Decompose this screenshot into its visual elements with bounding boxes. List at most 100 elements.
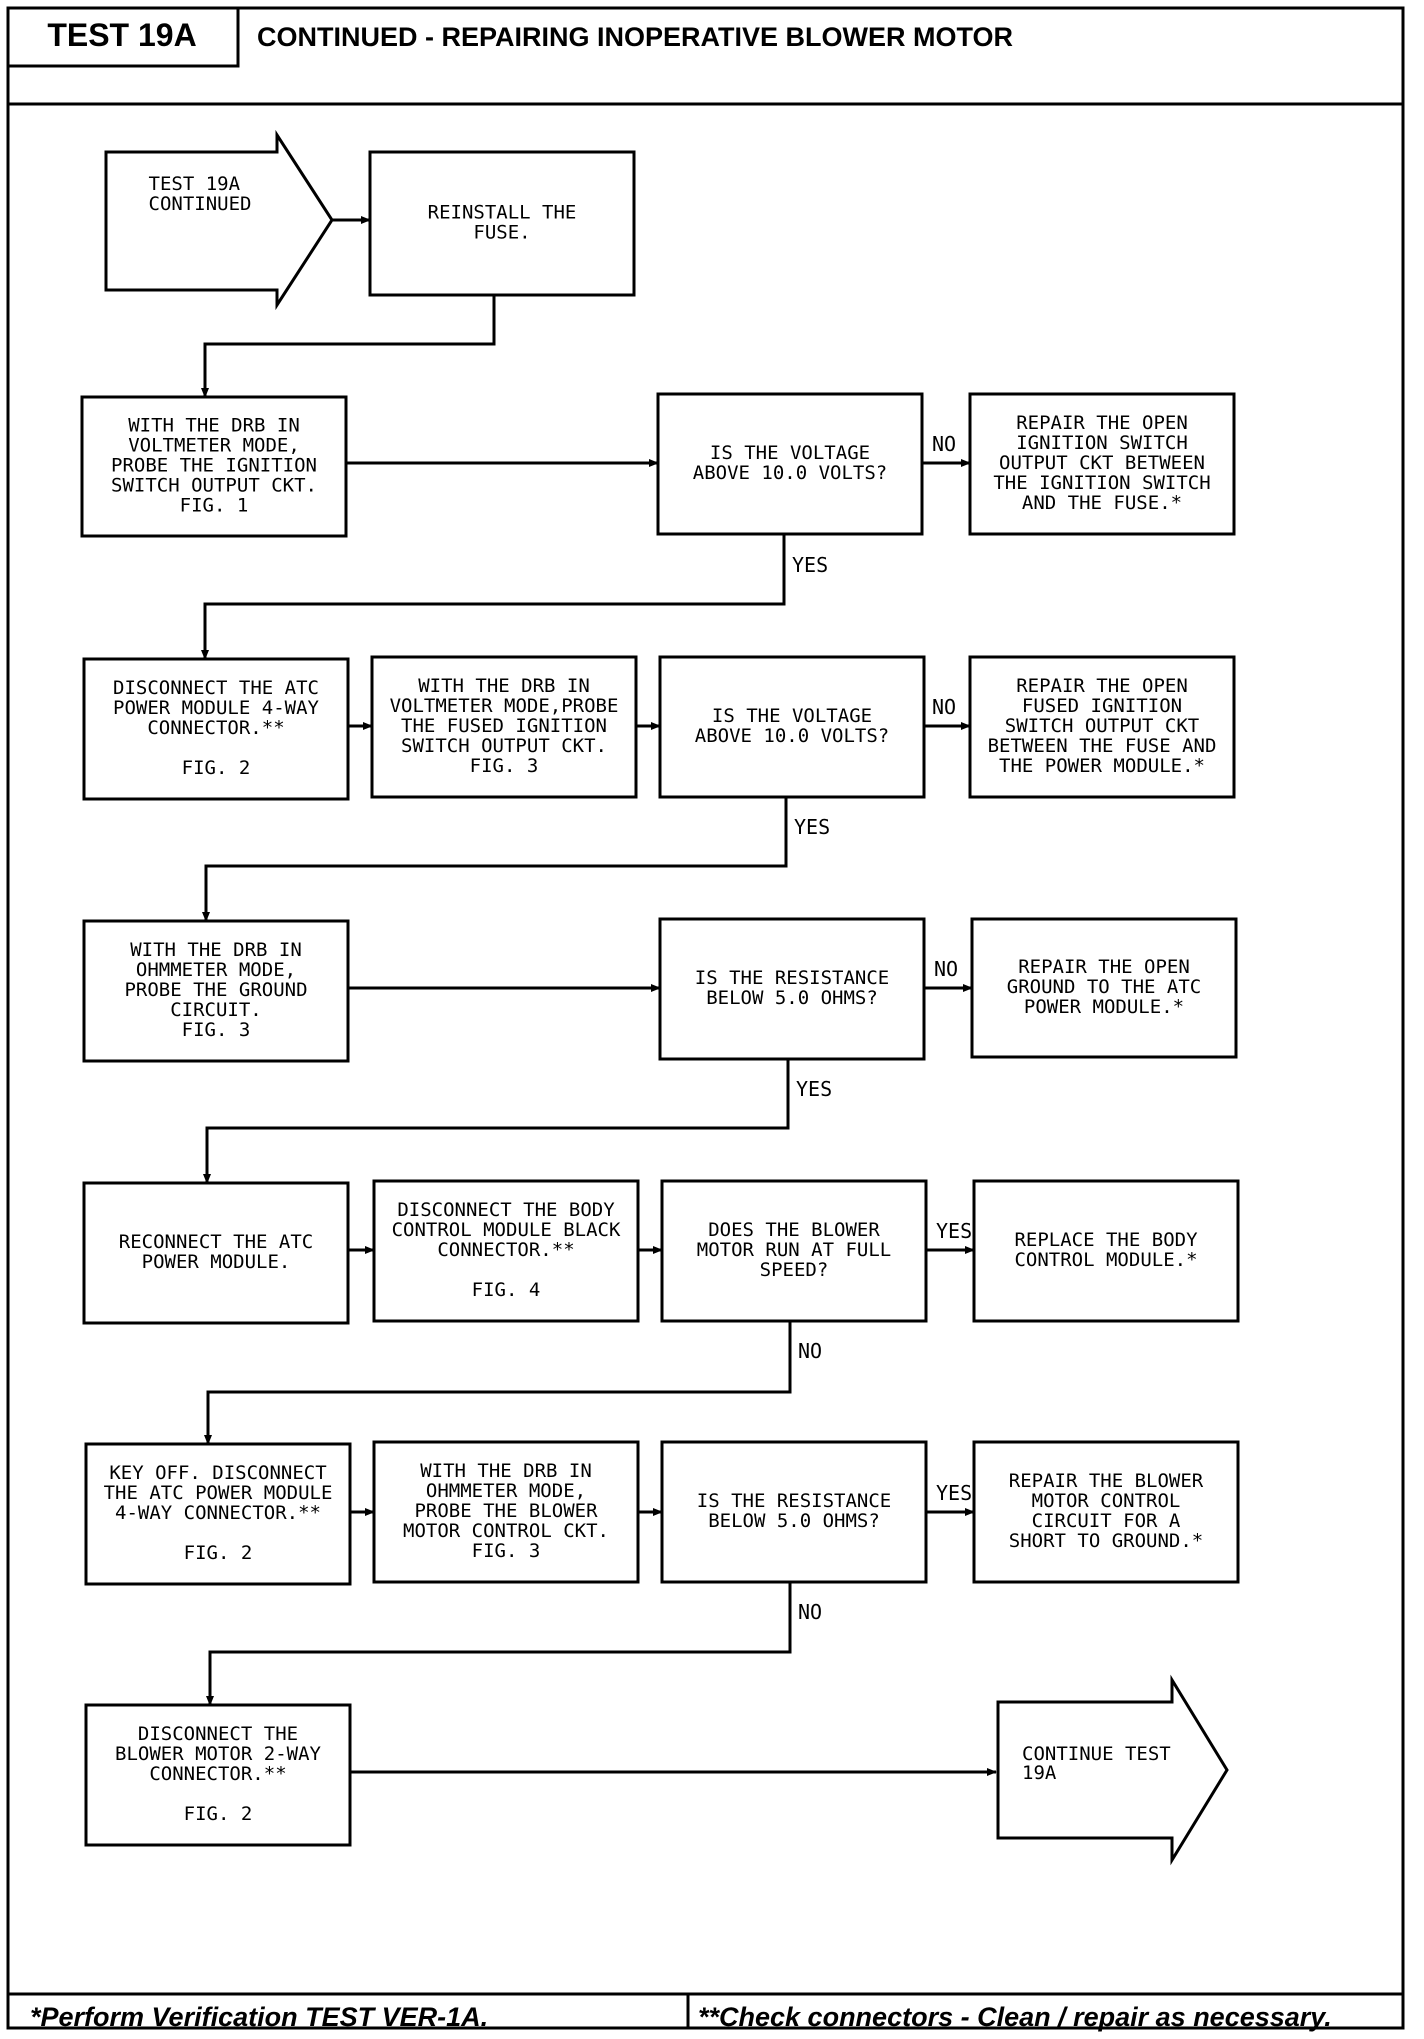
start-arrow-shape (104, 129, 334, 311)
box-r2-line-4: BETWEEN THE FUSE AND (988, 735, 1217, 757)
box-r3-line-1: REPAIR THE OPEN (1018, 956, 1190, 978)
box-step2a-frame (82, 657, 350, 801)
conn-q3-step4a (203, 1059, 790, 1184)
box-step3-frame (82, 919, 350, 1063)
label-yes-q3: YES (796, 1077, 832, 1101)
box-step3-line-1: WITH THE DRB IN (130, 939, 302, 961)
box-reinstall-line-2: FUSE. (473, 222, 530, 244)
page-frame (6, 6, 1405, 2030)
box-step5a-line-5: FIG. 2 (184, 1542, 253, 1564)
box-r4-line-1: REPLACE THE BODY (1014, 1229, 1198, 1251)
footer-left-note: *Perform Verification TEST VER-1A. (30, 2002, 488, 2032)
box-step4a-line-2: POWER MODULE. (142, 1251, 291, 1273)
box-step2b-line-4: SWITCH OUTPUT CKT. (401, 735, 607, 757)
box-step2b-line-3: THE FUSED IGNITION (401, 715, 607, 737)
end-arrow-shape (996, 1674, 1229, 1866)
start-line-2: CONTINUED (149, 193, 252, 215)
conn-q4-step5a (204, 1321, 792, 1445)
conn-q5-step6 (206, 1582, 792, 1706)
box-q5-line-1: IS THE RESISTANCE (697, 1490, 891, 1512)
box-step5b-line-2: OHMMETER MODE, (426, 1480, 586, 1502)
box-reinstall-line-1: REINSTALL THE (428, 202, 577, 224)
box-step5b-line-5: FIG. 3 (472, 1540, 541, 1562)
box-step5b-line-1: WITH THE DRB IN (420, 1460, 592, 1482)
box-step4b-line-2: CONTROL MODULE BLACK (392, 1219, 621, 1241)
label-no-q1: NO (932, 432, 956, 456)
header-test-id: TEST 19A (47, 17, 196, 53)
box-r5-line-2: MOTOR CONTROL (1032, 1490, 1181, 1512)
box-r2-line-3: SWITCH OUTPUT CKT (1005, 715, 1199, 737)
box-step4b-line-3: CONNECTOR.** (437, 1239, 574, 1261)
label-yes-q1: YES (792, 553, 828, 577)
box-step2b-line-1: WITH THE DRB IN (418, 675, 590, 697)
box-r3-line-3: POWER MODULE.* (1024, 996, 1184, 1018)
box-q4-line-1: DOES THE BLOWER (708, 1219, 880, 1241)
box-r2-line-2: FUSED IGNITION (1022, 695, 1182, 717)
box-q4-line-3: SPEED? (760, 1259, 829, 1281)
box-step4b-line-5: FIG. 4 (472, 1279, 541, 1301)
box-r3-line-2: GROUND TO THE ATC (1007, 976, 1201, 998)
box-q4-line-2: MOTOR RUN AT FULL (697, 1239, 891, 1261)
box-step3-line-2: OHMMETER MODE, (136, 959, 296, 981)
box-q2-line-2: ABOVE 10.0 VOLTS? (695, 725, 889, 747)
box-r5-line-3: CIRCUIT FOR A (1032, 1510, 1181, 1532)
box-r5-line-1: REPAIR THE BLOWER (1009, 1470, 1204, 1492)
box-step2a-line-5: FIG. 2 (182, 757, 251, 779)
box-q1-line-2: ABOVE 10.0 VOLTS? (693, 462, 887, 484)
box-step2a-line-1: DISCONNECT THE ATC (113, 677, 319, 699)
start-line-1: TEST 19A (149, 173, 241, 195)
box-step1-line-3: PROBE THE IGNITION (111, 455, 317, 477)
box-step3-line-3: PROBE THE GROUND (124, 979, 307, 1001)
end-line-2: 19A (1022, 1762, 1057, 1784)
box-r2-line-5: THE POWER MODULE.* (999, 755, 1205, 777)
box-step6-frame (84, 1703, 352, 1847)
box-step2b-line-5: FIG. 3 (470, 755, 539, 777)
conn-reinstall-step1 (201, 295, 496, 398)
box-step3-line-5: FIG. 3 (182, 1019, 251, 1041)
box-q3-line-2: BELOW 5.0 OHMS? (706, 987, 878, 1009)
label-no-q5: NO (798, 1600, 822, 1624)
box-step5a-line-1: KEY OFF. DISCONNECT (109, 1462, 326, 1484)
label-no-q4: NO (798, 1339, 822, 1363)
box-step5b-line-4: MOTOR CONTROL CKT. (403, 1520, 609, 1542)
header-id-box (6, 6, 240, 68)
box-step6-line-5: FIG. 2 (184, 1803, 253, 1825)
box-step4a-frame (82, 1181, 350, 1325)
box-step6-line-1: DISCONNECT THE (138, 1723, 298, 1745)
connectors (201, 216, 997, 1776)
label-no-q2: NO (932, 695, 956, 719)
box-step6-line-2: BLOWER MOTOR 2-WAY (115, 1743, 321, 1765)
